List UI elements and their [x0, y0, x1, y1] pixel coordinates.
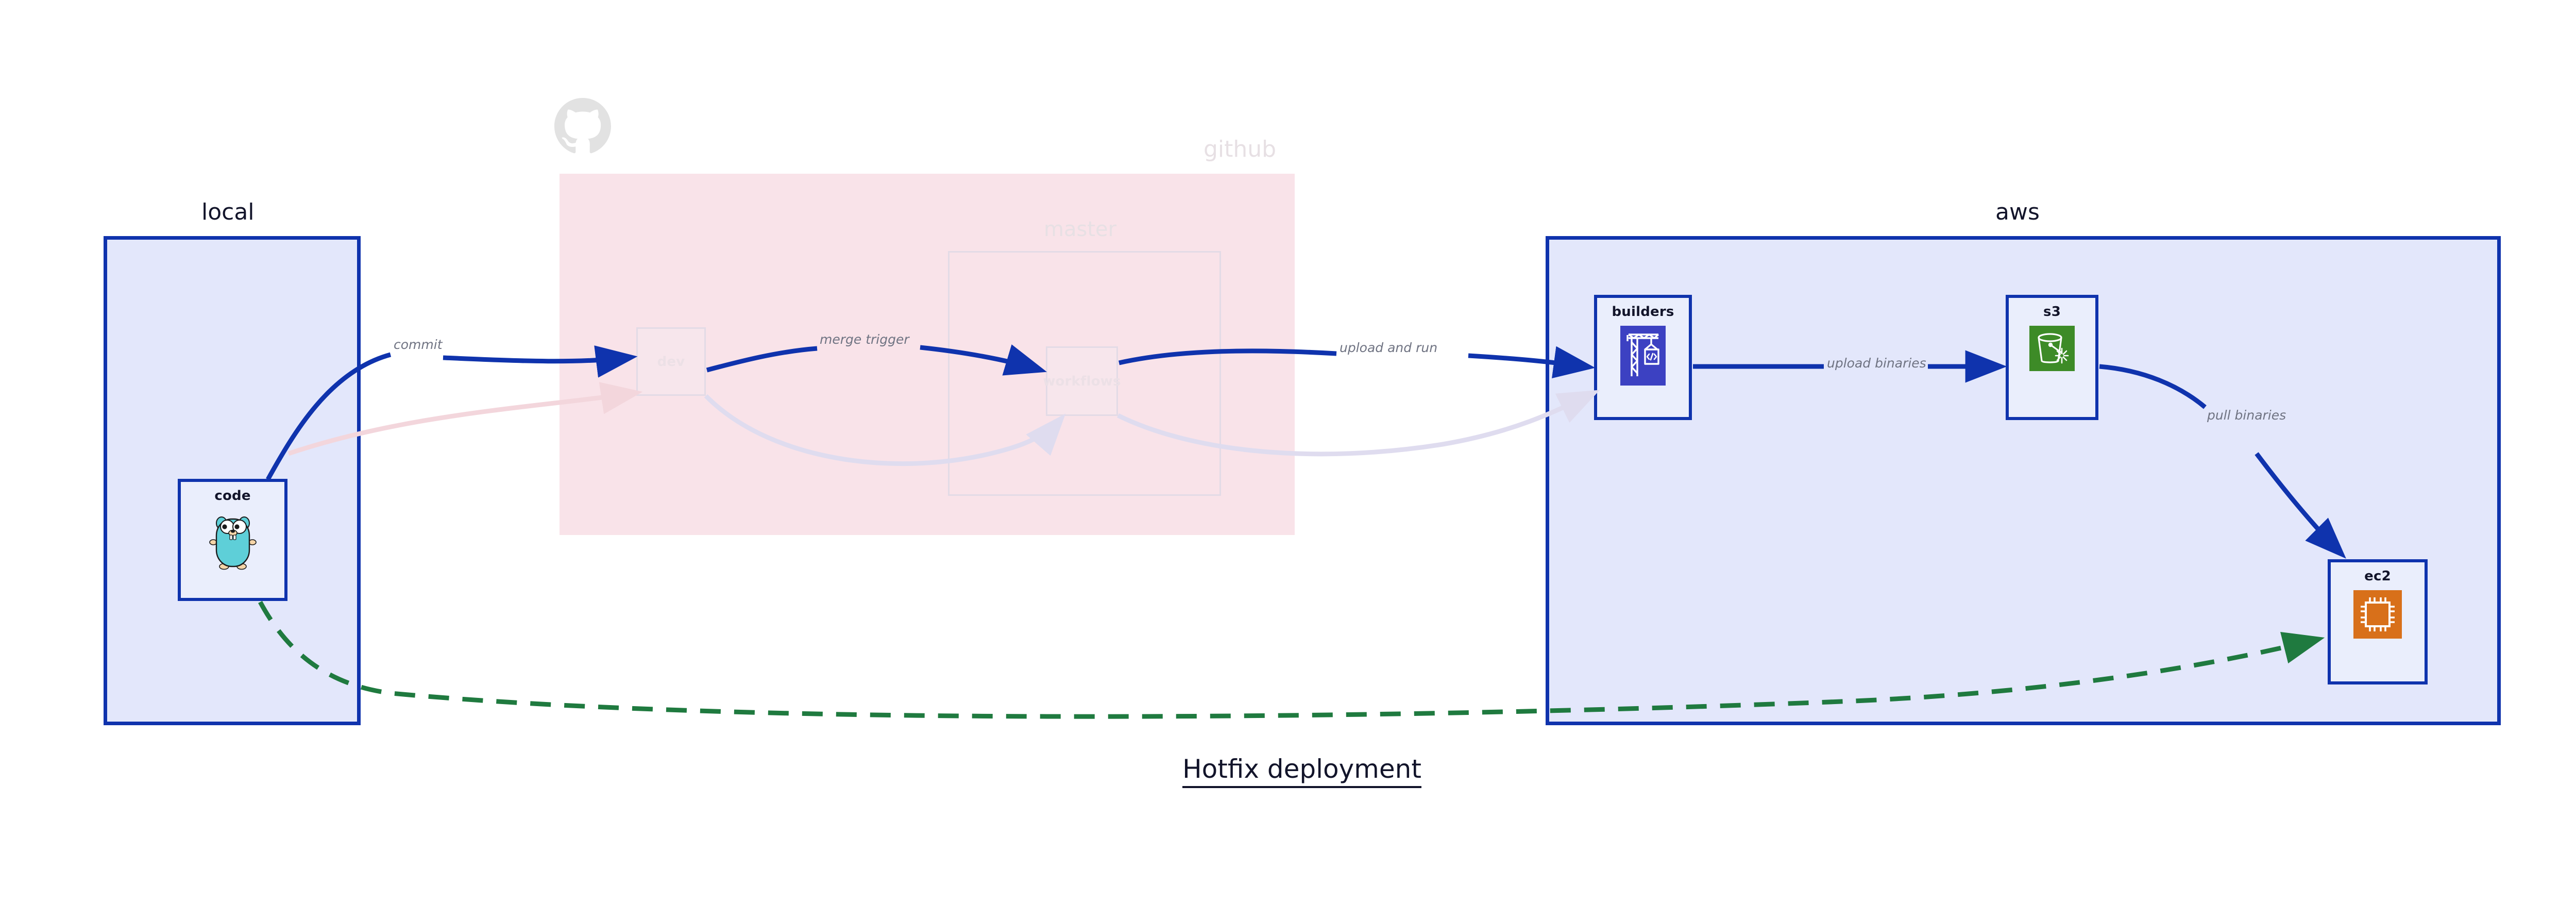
github-octocat-icon [554, 98, 611, 155]
node-code-label: code [214, 488, 251, 504]
node-code[interactable]: code [178, 479, 287, 601]
group-label-github: github [1204, 136, 1277, 162]
node-builders-label: builders [1612, 304, 1674, 320]
aws-s3-bucket-icon [2029, 326, 2075, 373]
edge-label-upload-binaries: upload binaries [1825, 356, 1928, 371]
node-dev-label: dev [657, 354, 685, 370]
node-ec2[interactable]: ec2 [2328, 559, 2428, 684]
group-label-local: local [201, 199, 255, 225]
edge-label-upload-and-run: upload and run [1338, 341, 1439, 355]
node-dev[interactable]: dev [636, 327, 706, 396]
node-workflows[interactable]: workflows [1043, 346, 1121, 416]
node-s3[interactable]: s3 [2006, 295, 2098, 420]
diagram-title-text: Hotfix deployment [1182, 754, 1421, 788]
aws-codebuild-icon [1620, 326, 1666, 388]
node-s3-label: s3 [2043, 304, 2061, 320]
subgroup-label-master: master [1044, 218, 1117, 241]
edge-label-merge-trigger: merge trigger [818, 332, 911, 347]
group-label-aws: aws [1995, 199, 2040, 225]
node-ec2-label: ec2 [2364, 569, 2391, 584]
diagram-title: Hotfix deployment [0, 754, 2576, 788]
edge-label-commit: commit [392, 338, 444, 352]
node-workflows-label: workflows [1043, 373, 1121, 389]
subgroup-master[interactable] [948, 251, 1221, 496]
node-builders[interactable]: builders [1594, 295, 1692, 420]
go-gopher-icon [207, 510, 259, 574]
edge-label-pull-binaries: pull binaries [2206, 408, 2288, 423]
aws-ec2-chip-icon [2353, 590, 2402, 641]
